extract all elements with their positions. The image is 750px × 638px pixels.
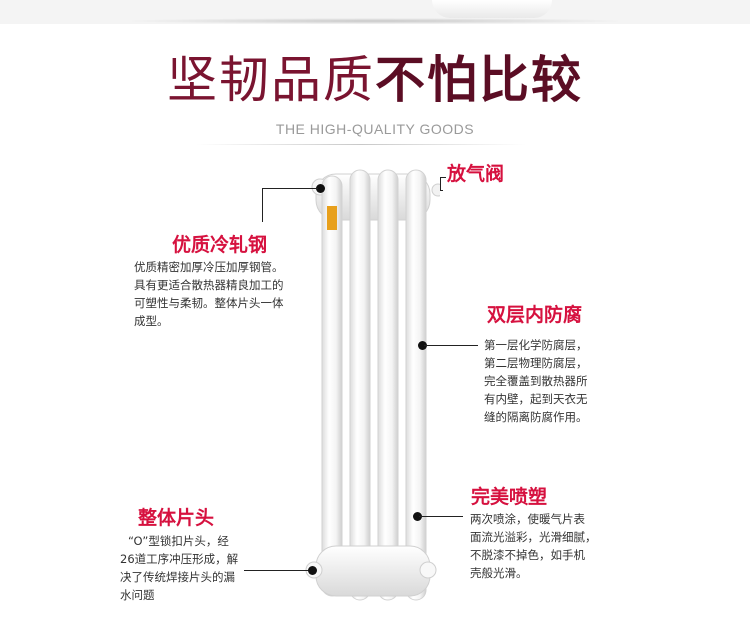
header-piece-desc-line: 水问题 xyxy=(120,588,155,602)
subtitle-divider xyxy=(196,144,526,145)
page-subtitle: THE HIGH-QUALITY GOODS xyxy=(275,121,475,137)
header-piece-line xyxy=(244,570,310,571)
header-piece-pointer-dot xyxy=(308,566,317,575)
spray-label: 完美喷塑 xyxy=(471,486,548,508)
spray-desc-line: 两次喷涂，使暖气片表 xyxy=(470,512,585,526)
anticorrosion-pointer-dot xyxy=(418,341,427,350)
spray-desc-line: 面流光溢彩，光滑细腻， xyxy=(470,530,597,544)
vent-valve-line-top xyxy=(441,177,446,178)
steel-description: 优质精密加厚冷压加厚钢管。 具有更适合散热器精良加工的 可塑性与柔韧。整体片头一… xyxy=(134,258,284,330)
vent-valve-label: 放气阀 xyxy=(447,163,505,185)
anticorrosion-line xyxy=(424,345,478,346)
steel-label: 优质冷轧钢 xyxy=(172,234,268,256)
steel-desc-line: 具有更适合散热器精良加工的 xyxy=(134,278,284,292)
vent-valve-line-h xyxy=(441,190,443,191)
steel-pointer-dot xyxy=(316,184,325,193)
header-piece-description: “O”型锁扣片头，经 26道工序冲压形成，解 决了传统焊接片头的漏 水问题 xyxy=(120,532,238,604)
anticorrosion-desc-line: 第一层化学防腐层， xyxy=(484,338,588,352)
anticorrosion-desc-line: 有内壁，起到天衣无 xyxy=(484,392,588,406)
anticorrosion-desc-line: 完全覆盖到散热器所 xyxy=(484,374,588,388)
title-light: 坚韧品质 xyxy=(167,51,375,109)
spray-pointer-dot xyxy=(413,512,422,521)
spray-desc-line: 壳般光滑。 xyxy=(470,566,528,580)
title-bold: 不怕比较 xyxy=(375,51,583,109)
spray-line xyxy=(419,516,463,517)
spray-desc-line: 不脱漆不掉色，如手机 xyxy=(470,548,585,562)
header-piece-desc-line: 决了传统焊接片头的漏 xyxy=(120,570,235,584)
radiator-image xyxy=(305,169,440,601)
steel-desc-line: 可塑性与柔韧。整体片头一体 xyxy=(134,296,284,310)
anticorrosion-description: 第一层化学防腐层， 第二层物理防腐层， 完全覆盖到散热器所 有内壁，起到天衣无 … xyxy=(484,336,588,426)
header-piece-desc-line: 26道工序冲压形成，解 xyxy=(120,552,239,566)
anticorrosion-label: 双层内防腐 xyxy=(487,304,583,326)
vent-valve-line-v xyxy=(440,177,441,191)
steel-line-v xyxy=(262,188,263,222)
steel-desc-line: 成型。 xyxy=(134,314,169,328)
top-product-cap xyxy=(432,0,552,18)
steel-line-h xyxy=(262,188,318,189)
steel-desc-line: 优质精密加厚冷压加厚钢管。 xyxy=(134,260,284,274)
anticorrosion-desc-line: 第二层物理防腐层， xyxy=(484,356,588,370)
top-shadow xyxy=(120,18,630,24)
header-piece-label: 整体片头 xyxy=(138,507,215,529)
header-piece-desc-line: “O”型锁扣片头，经 xyxy=(128,534,229,548)
spray-description: 两次喷涂，使暖气片表 面流光溢彩，光滑细腻， 不脱漆不掉色，如手机 壳般光滑。 xyxy=(470,510,597,582)
page-title: 坚韧品质不怕比较 xyxy=(0,50,750,110)
anticorrosion-desc-line: 缝的隔离防腐作用。 xyxy=(484,410,588,424)
top-product-strip xyxy=(0,0,750,24)
